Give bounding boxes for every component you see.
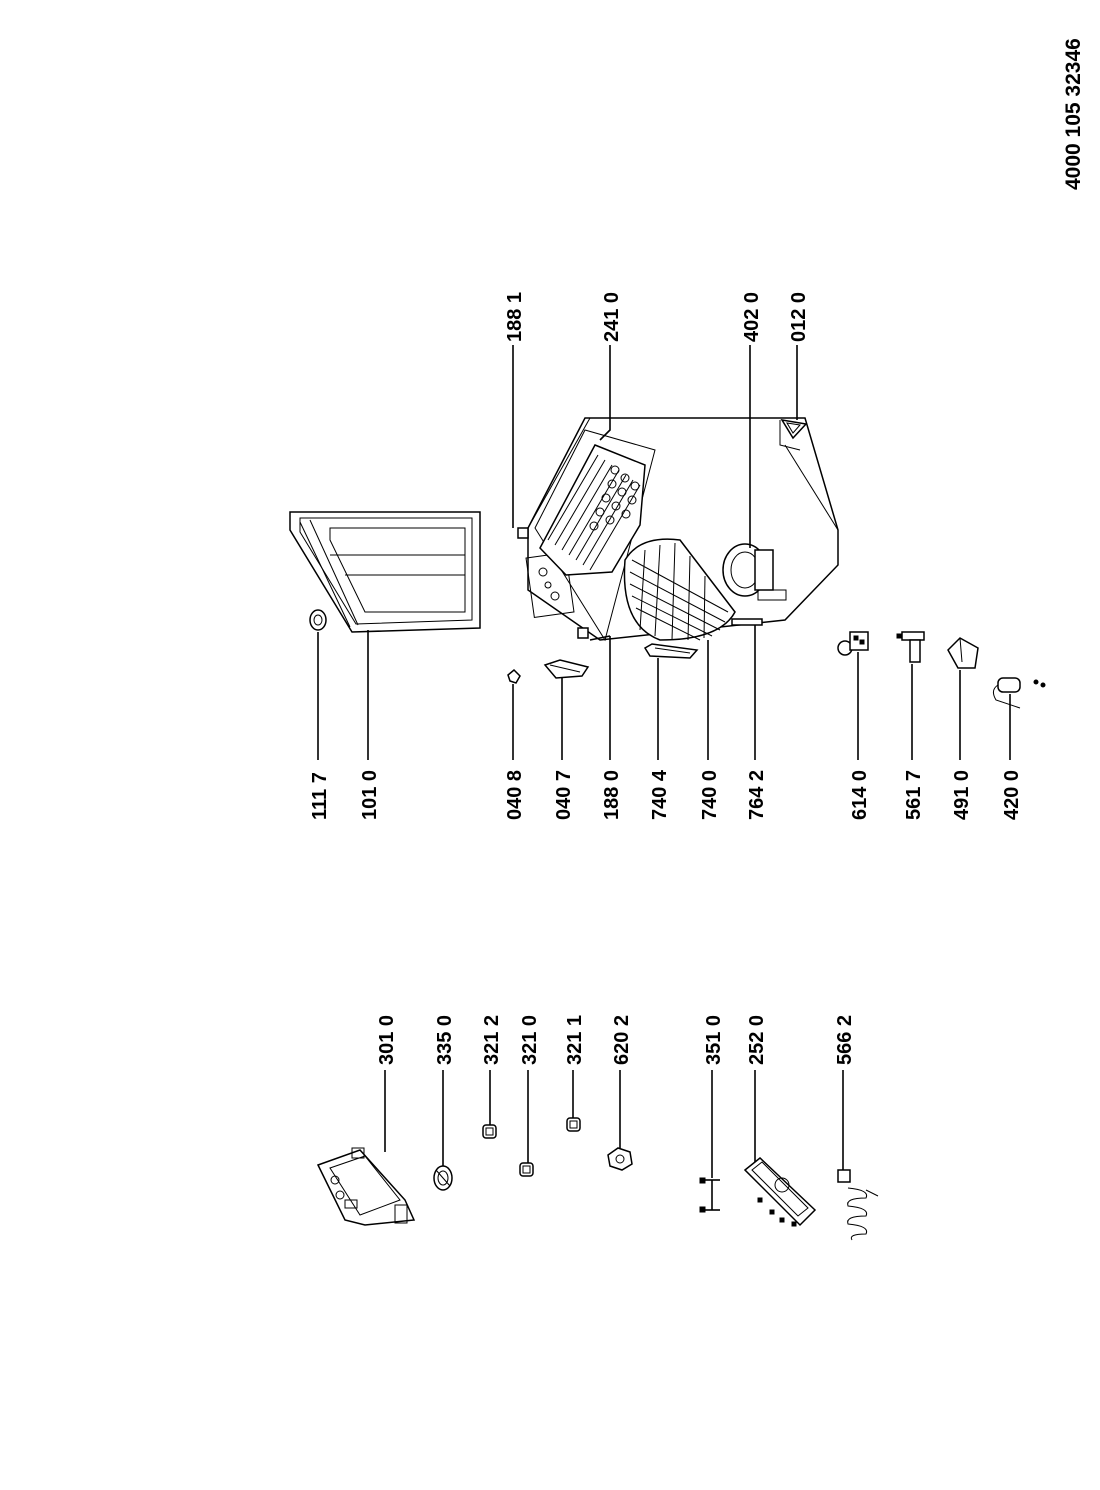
label-188-1: 188 1	[504, 292, 526, 342]
label-040-8: 040 8	[504, 770, 526, 820]
thermostat-sensor	[837, 1169, 879, 1241]
label-321-0: 321 0	[519, 1015, 541, 1065]
leader-lines	[317, 345, 1011, 1178]
compressor	[722, 543, 787, 601]
label-402-0: 402 0	[741, 292, 763, 342]
label-012-0: 012 0	[788, 292, 810, 342]
label-566-2: 566 2	[834, 1015, 856, 1065]
label-614-0: 614 0	[849, 770, 871, 820]
control-housing	[316, 1147, 416, 1226]
clip-part	[507, 668, 521, 684]
wire-connector	[699, 1177, 720, 1213]
label-321-2: 321 2	[481, 1015, 503, 1065]
hinge-cover	[543, 659, 590, 679]
lid	[289, 511, 481, 633]
label-188-0: 188 0	[601, 770, 623, 820]
hinge-top	[517, 527, 529, 539]
label-241-0: 241 0	[601, 292, 623, 342]
light-lens-a	[482, 1124, 497, 1139]
thermostat-knob	[433, 1165, 453, 1191]
label-491-0: 491 0	[951, 770, 973, 820]
label-040-7: 040 7	[553, 770, 575, 820]
capacitor	[992, 677, 1046, 709]
label-740-0: 740 0	[699, 770, 721, 820]
label-252-0: 252 0	[746, 1015, 768, 1065]
filter-drier	[731, 618, 763, 626]
condenser-grid	[623, 538, 736, 641]
freezer-basket	[539, 444, 646, 576]
label-764-2: 764 2	[746, 770, 768, 820]
label-111-7: 111 7	[309, 772, 331, 820]
light-lens-c	[566, 1117, 581, 1132]
label-301-0: 301 0	[376, 1015, 398, 1065]
relay-cover	[947, 637, 979, 669]
control-board	[743, 1157, 817, 1227]
label-101-0: 101 0	[359, 770, 381, 820]
door-switch	[896, 631, 925, 663]
label-335-0: 335 0	[434, 1015, 456, 1065]
light-lens-b	[519, 1162, 534, 1177]
hinge-bottom	[577, 627, 589, 639]
label-321-1: 321 1	[564, 1015, 586, 1065]
label-740-4: 740 4	[649, 769, 671, 820]
condenser-bracket	[643, 643, 699, 659]
lid-handle	[309, 609, 327, 631]
foot	[780, 418, 808, 440]
label-561-7: 561 7	[903, 770, 925, 820]
label-620-2: 620 2	[611, 1015, 633, 1065]
part-labels: 111 7 101 0 040 8 040 7 188 0 740 4 740 …	[309, 292, 1023, 1065]
label-420-0: 420 0	[1001, 770, 1023, 820]
label-351-0: 351 0	[703, 1015, 725, 1065]
lamp-holder	[837, 631, 869, 656]
signal-lamp	[607, 1147, 633, 1171]
document-code: 4000 105 32346	[1062, 38, 1085, 190]
